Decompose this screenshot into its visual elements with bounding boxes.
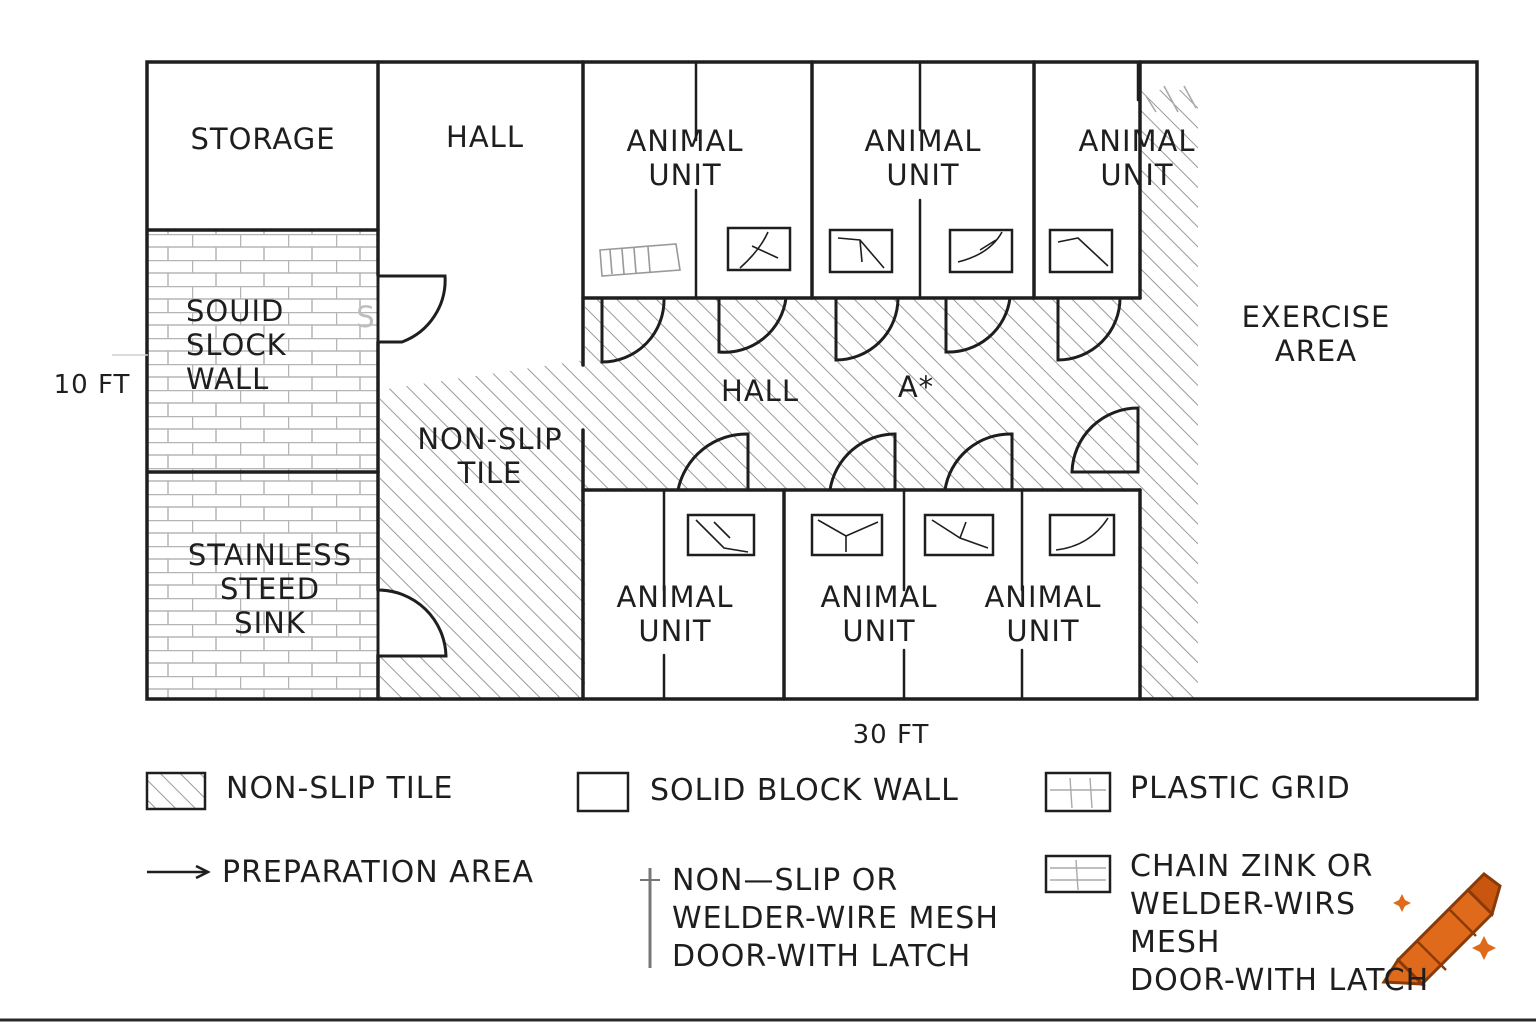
legend-chain-label: CHAIN ZINK OR WELDER-WIRS MESH DOOR-WITH…: [1130, 849, 1430, 998]
legend-block-label: SOLID BLOCK WALL: [650, 773, 959, 808]
doors: [376, 274, 1140, 658]
walls: [145, 60, 1479, 701]
hall-top-label: HALL: [446, 120, 524, 154]
crayon-logo-icon: [1381, 872, 1502, 987]
legend-block-swatch: [576, 771, 630, 813]
stray-mark-label: S: [356, 300, 376, 334]
animal-unit-label: ANIMAL UNIT: [626, 124, 744, 192]
legend-prep-label: PREPARATION AREA: [222, 855, 535, 890]
legend-grid-swatch: [1044, 771, 1112, 813]
stroke-marks: [1145, 85, 1197, 113]
storage-label: STORAGE: [190, 122, 336, 156]
legend-tile-label: NON-SLIP TILE: [226, 771, 454, 806]
legend-tile-swatch: [145, 771, 207, 811]
exercise-label: EXERCISE AREA: [1241, 300, 1391, 368]
legend-door-label: NON—SLIP OR WELDER-WIRE MESH DOOR-WITH L…: [672, 863, 999, 974]
legend-symbols: [145, 771, 1112, 968]
sink-label: STAINLESS STEED SINK: [187, 538, 353, 640]
legend-grid-label: PLASTIC GRID: [1130, 771, 1351, 806]
legend-door-icon: [640, 868, 660, 968]
legend-arrow-icon: [147, 864, 211, 880]
hall-center-label: HALL: [721, 374, 799, 408]
block-wall-label: SOUID SLOCK WALL: [186, 294, 287, 396]
solid-block-wall-area: [148, 230, 378, 698]
plastic-grid-sketch: [599, 243, 681, 277]
animal-unit-label: ANIMAL UNIT: [820, 580, 938, 648]
width-dimension: 30 FT: [852, 720, 930, 750]
mesh-panels: [686, 226, 1116, 557]
height-dimension: 10 FT: [53, 370, 131, 400]
tile-label: NON-SLIP TILE: [417, 422, 563, 490]
animal-unit-label: ANIMAL UNIT: [984, 580, 1102, 648]
animal-unit-label: ANIMAL UNIT: [1078, 124, 1196, 192]
marker-label: A*: [897, 370, 935, 404]
animal-unit-label: ANIMAL UNIT: [616, 580, 734, 648]
animal-unit-label: ANIMAL UNIT: [864, 124, 982, 192]
